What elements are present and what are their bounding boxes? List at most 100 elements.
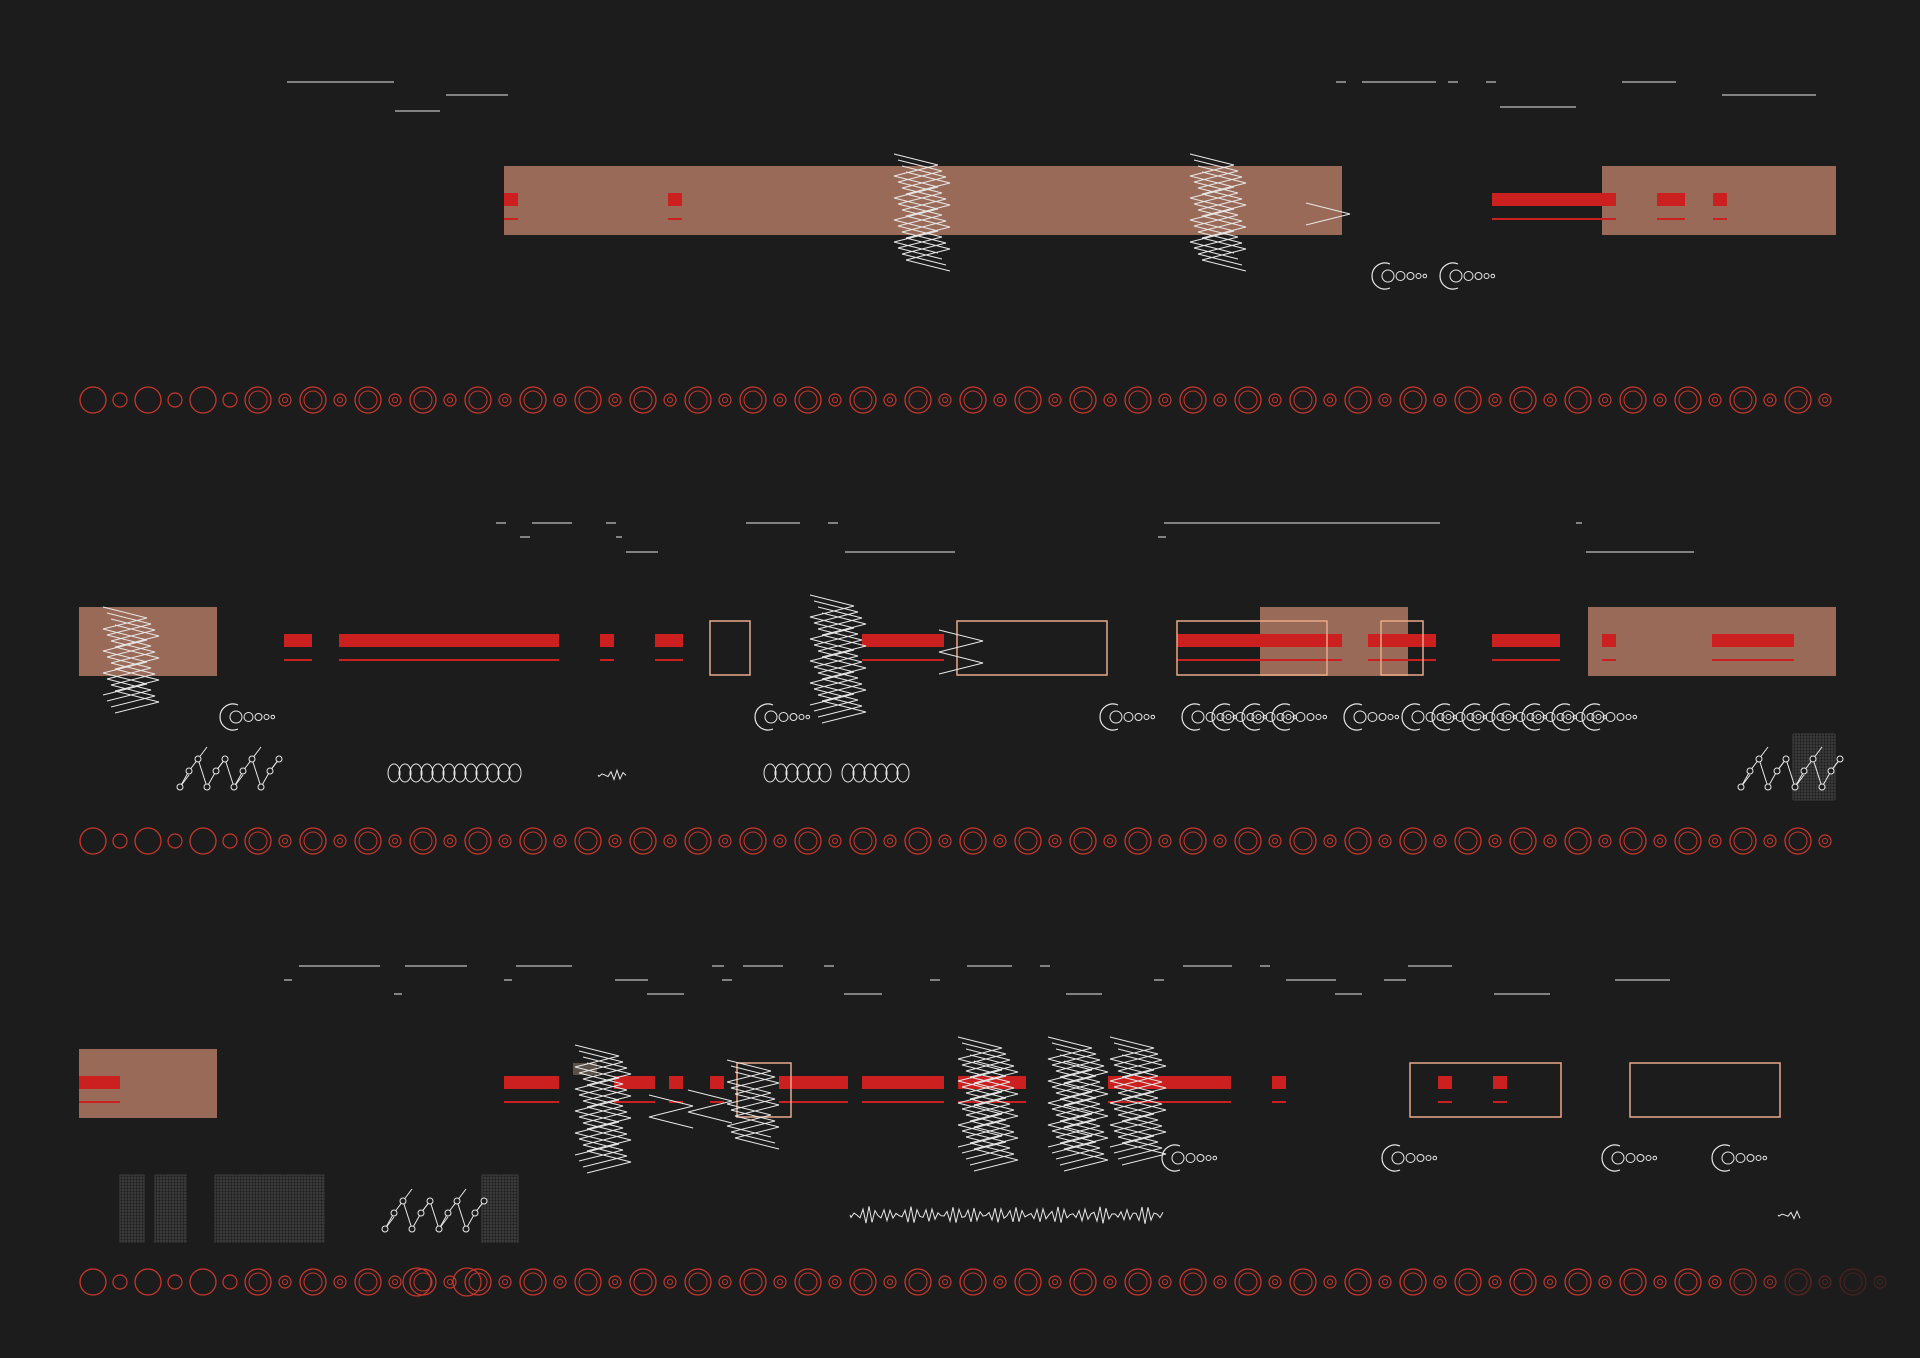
loop: [464, 763, 478, 783]
ring-dot: [392, 838, 398, 844]
ring-small: [938, 393, 952, 407]
ring-large: [629, 827, 657, 855]
ring-dot: [777, 838, 783, 844]
spiral-dot: [1262, 714, 1268, 720]
ring-dot: [557, 1279, 563, 1285]
spiral-dot: [1463, 271, 1474, 281]
node: [1773, 767, 1781, 775]
spiral-icon: [1439, 262, 1496, 290]
spiral-dot: [1466, 713, 1475, 721]
ring-small: [718, 834, 732, 848]
ring-inner: [1733, 831, 1753, 851]
spiral-dot: [1196, 1154, 1205, 1162]
spiral-dot: [1315, 714, 1322, 720]
accent-bar: [1438, 1076, 1452, 1089]
spiral-dot: [1405, 1153, 1416, 1163]
node: [471, 1209, 479, 1217]
accent-underline: [668, 218, 682, 220]
ring-dot: [887, 838, 893, 844]
ring-dot: [392, 1279, 398, 1285]
ring-inner: [1788, 831, 1808, 851]
ring-dot: [832, 1279, 838, 1285]
accent-underline: [504, 218, 518, 220]
accent-underline: [504, 1101, 559, 1103]
accent-bar: [862, 1076, 944, 1089]
ring-inner: [743, 390, 763, 410]
spiral-dot: [1605, 712, 1616, 722]
ring-small: [1763, 393, 1777, 407]
ring-large: [1069, 1268, 1097, 1296]
ring-large: [519, 827, 547, 855]
loop: [486, 763, 500, 783]
ring-dot: [1052, 1279, 1058, 1285]
ring-large: [794, 827, 822, 855]
ring-dot: [282, 397, 288, 403]
spiral-dot: [1436, 713, 1445, 721]
accent-bar: [79, 1076, 120, 1089]
ring-large: [1399, 827, 1427, 855]
spiral-dot: [1205, 1155, 1212, 1161]
spiral-arc: [1099, 703, 1119, 731]
ring-dot: [282, 838, 288, 844]
ring-small: [278, 834, 292, 848]
ring-inner: [248, 1272, 268, 1292]
ring-dot: [942, 1279, 948, 1285]
ring-inner: [303, 831, 323, 851]
ring-large: [1014, 1268, 1042, 1296]
ring-small: [938, 834, 952, 848]
zigzag-icon: [893, 153, 951, 272]
ring-large: [464, 1268, 492, 1296]
accent-bar: [862, 634, 944, 647]
accent-underline: [284, 659, 312, 661]
zigzag-stroke: [1063, 1060, 1109, 1172]
zigzag-stroke: [734, 1071, 780, 1150]
spiral-icon: [1211, 703, 1268, 731]
ring-large: [1344, 1268, 1372, 1296]
zigzag-stroke: [897, 159, 943, 260]
ring-small: [993, 1275, 1007, 1289]
ring-large: [629, 386, 657, 414]
ring-dot: [887, 397, 893, 403]
zigzag-stroke: [938, 629, 984, 675]
ring-inner: [358, 390, 378, 410]
ring-large: [739, 827, 767, 855]
ring-dot: [1657, 838, 1663, 844]
row-3: [79, 965, 1887, 1297]
outline-box: [709, 620, 751, 676]
loop: [785, 763, 799, 783]
ring-dot: [1382, 838, 1388, 844]
spiral-arc: [1401, 703, 1421, 731]
zigzag-stroke: [726, 1059, 772, 1138]
ring-dot: [1327, 397, 1333, 403]
ring-large: [134, 827, 162, 855]
ring-small: [1103, 393, 1117, 407]
spiral-dot: [1762, 1155, 1768, 1161]
node: [480, 1197, 488, 1205]
spiral-arc: [1181, 703, 1201, 731]
ring-dot: [667, 838, 673, 844]
spiral-dot: [1572, 714, 1578, 720]
spiral-arc: [1381, 1144, 1401, 1172]
zigzag-stroke: [893, 153, 939, 254]
ring-large: [904, 1268, 932, 1296]
spiral-dot: [1565, 714, 1572, 720]
spiral-dot: [1755, 1155, 1762, 1161]
ring-large: [244, 827, 272, 855]
spiral-arc: [1161, 1144, 1181, 1172]
ring-dot: [1162, 838, 1168, 844]
ring-dot: [337, 1279, 343, 1285]
spiral-dot: [1394, 714, 1400, 720]
spiral-dot: [1475, 714, 1482, 720]
ring-large: [134, 386, 162, 414]
ring-large: [1179, 386, 1207, 414]
ring-dot: [557, 838, 563, 844]
spiral-dot: [1490, 273, 1496, 279]
ring-large: [574, 827, 602, 855]
spiral-dot: [1515, 712, 1526, 722]
ring-small: [1323, 834, 1337, 848]
spiral-dot: [263, 714, 270, 720]
spiral-dot: [1482, 714, 1488, 720]
spiral-dot: [1652, 1155, 1658, 1161]
hatch-block: [214, 1174, 325, 1243]
spiral-icon: [1401, 703, 1458, 731]
